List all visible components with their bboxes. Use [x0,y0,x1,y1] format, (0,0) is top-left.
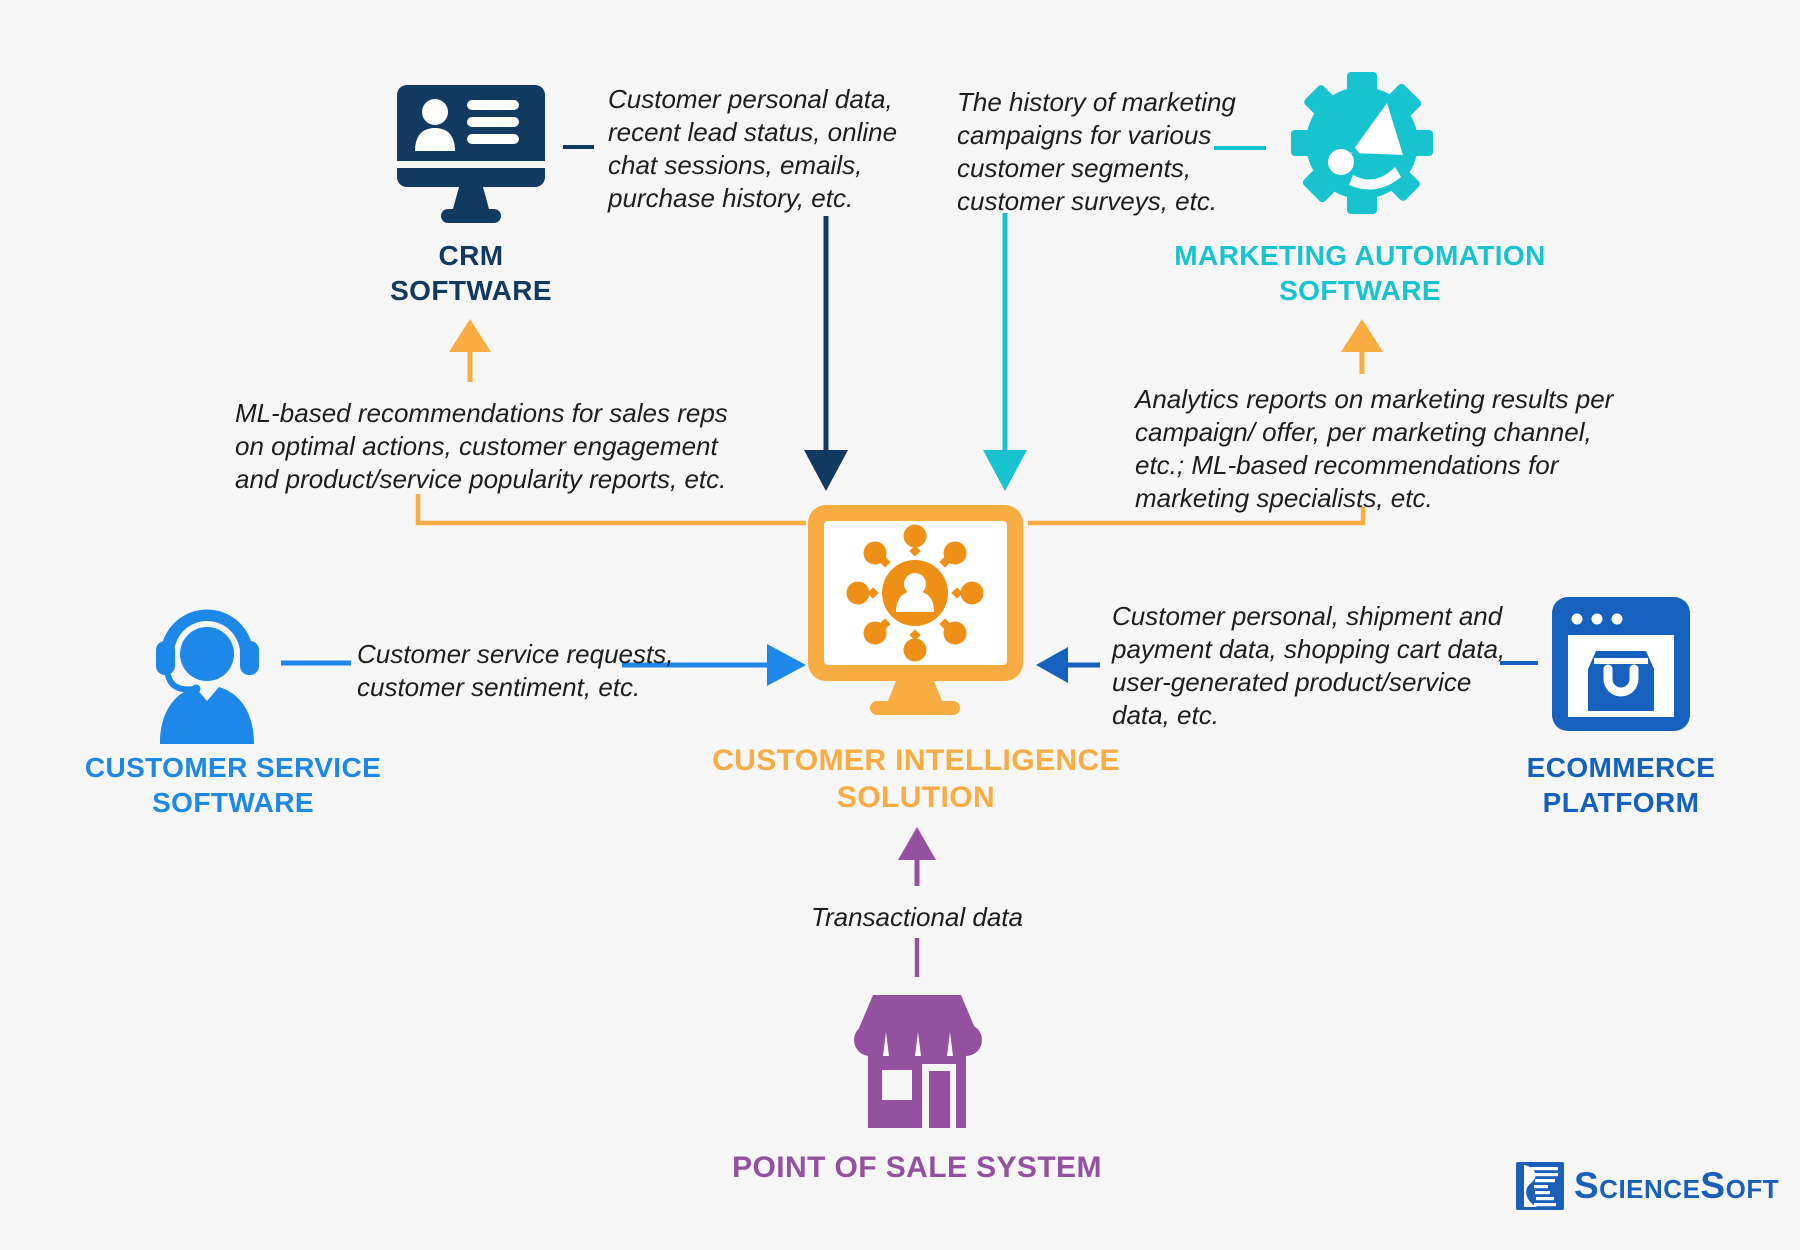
sciencesoft-logo: ScienceSoft [1516,1162,1779,1210]
customer-service-label: CUSTOMER SERVICE SOFTWARE [84,752,382,818]
center-to-marketing-annotation: Analytics reports on marketing results p… [1135,384,1614,513]
pos-to-center-arrow-head [898,827,936,860]
center-to-marketing-arrow-head [1341,319,1383,352]
center-to-crm-arrow-head [449,319,491,352]
sciencesoft-logo-text: ScienceSoft [1574,1165,1780,1206]
crm-software-icon [397,85,545,228]
crm-to-center-arrow-head [804,450,848,491]
customer-intelligence-icon [808,505,1023,720]
marketing-to-center-arrow-head [983,450,1027,491]
service-to-center-arrow-head [767,644,806,686]
marketing-automation-icon [1289,66,1435,225]
marketing-automation-label: MARKETING AUTOMATION SOFTWARE [1174,240,1546,306]
point-of-sale-label: POINT OF SALE SYSTEM [732,1151,1102,1184]
point-of-sale-icon [846,992,988,1133]
center-to-marketing-elbow [1028,507,1366,526]
sciencesoft-logo-icon [1516,1162,1564,1210]
ecommerce-to-center-annotation: Customer personal, shipment and payment … [1112,601,1506,730]
center-to-crm-elbow [415,494,806,526]
customer-service-icon [150,586,265,749]
ecommerce-platform-icon [1552,597,1690,736]
center-to-crm-annotation: ML-based recommendations for sales reps … [235,398,728,494]
crm-software-label: CRM SOFTWARE [390,240,552,306]
crm-to-center-annotation: Customer personal data, recent lead stat… [608,84,898,213]
marketing-to-center-annotation: The history of marketing campaigns for v… [957,87,1236,216]
ecommerce-platform-label: ECOMMERCE PLATFORM [1526,752,1716,818]
ecommerce-to-center-arrow-head [1036,647,1068,683]
pos-to-center-annotation: Transactional data [811,902,1023,932]
customer-intelligence-label: CUSTOMER INTELLIGENCE SOLUTION [712,744,1120,814]
service-to-center-annotation: Customer service requests, customer sent… [357,639,674,702]
